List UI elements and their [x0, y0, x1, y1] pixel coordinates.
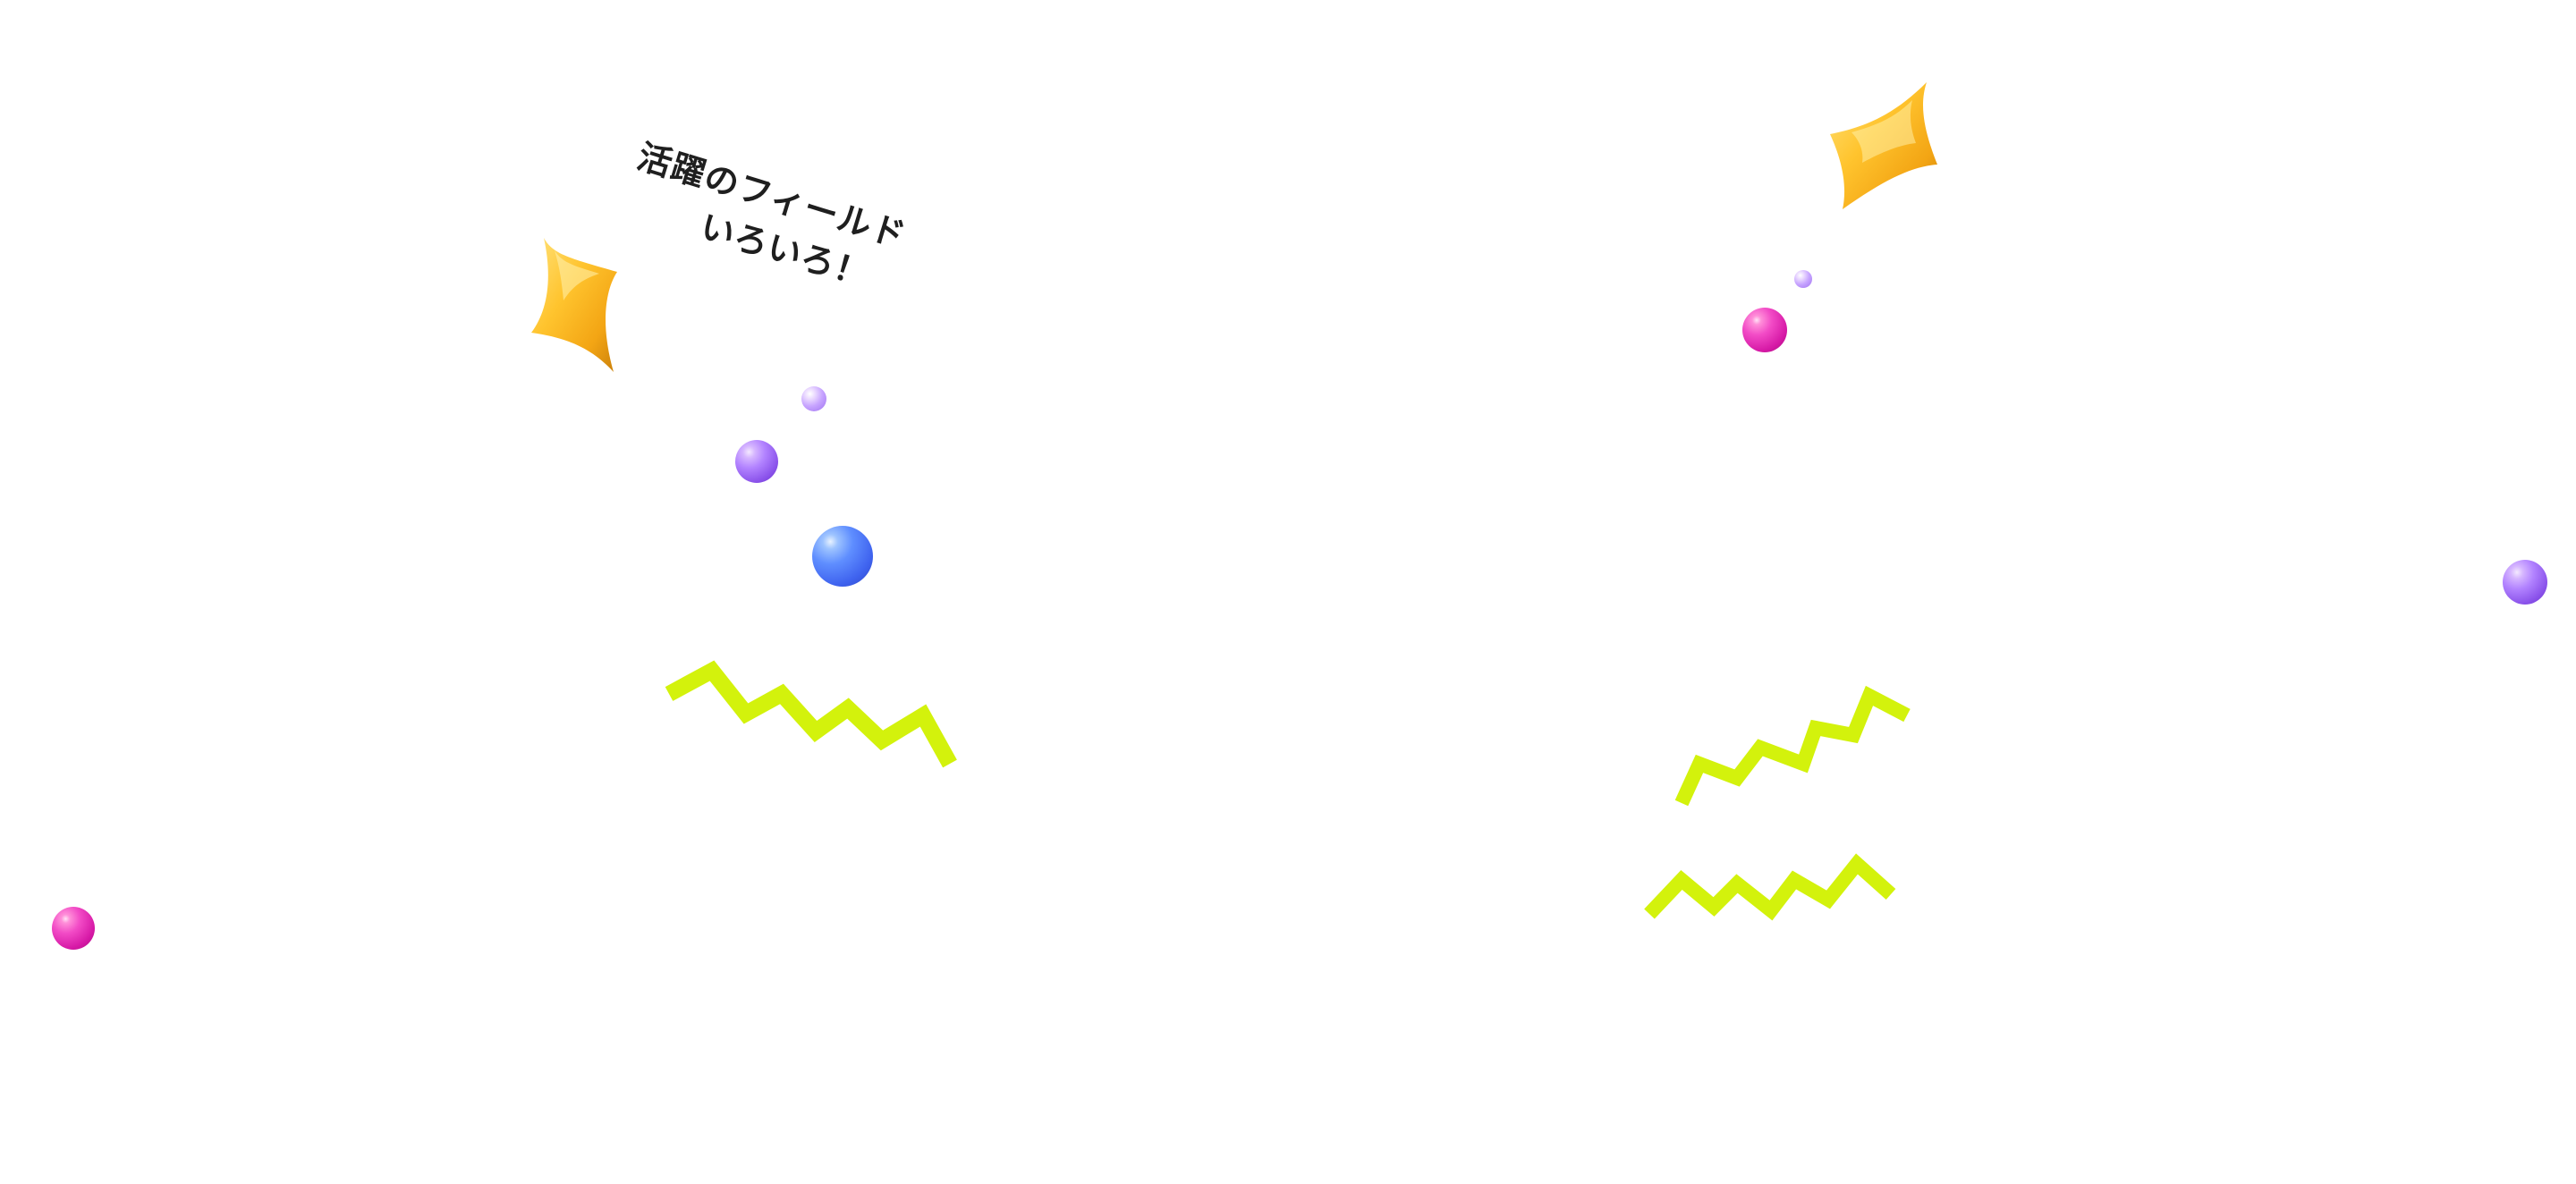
sphere-purple-icon [1794, 270, 1812, 288]
sphere-purple-icon [2503, 560, 2547, 605]
sphere-blue-icon [812, 526, 873, 587]
sparkle-star-icon [1830, 82, 1937, 209]
sphere-purple-icon [801, 386, 826, 411]
headline-text: 活躍のフィールド いろいろ！ [617, 132, 919, 309]
zigzag-line-icon [1644, 853, 1896, 921]
zigzag-line-icon [665, 660, 957, 768]
zigzag-line-icon [1674, 685, 1911, 807]
sphere-pink-icon [52, 907, 95, 950]
sparkle-star-icon [531, 238, 617, 372]
sphere-pink-icon [1742, 308, 1787, 352]
sphere-purple-icon [735, 440, 778, 483]
